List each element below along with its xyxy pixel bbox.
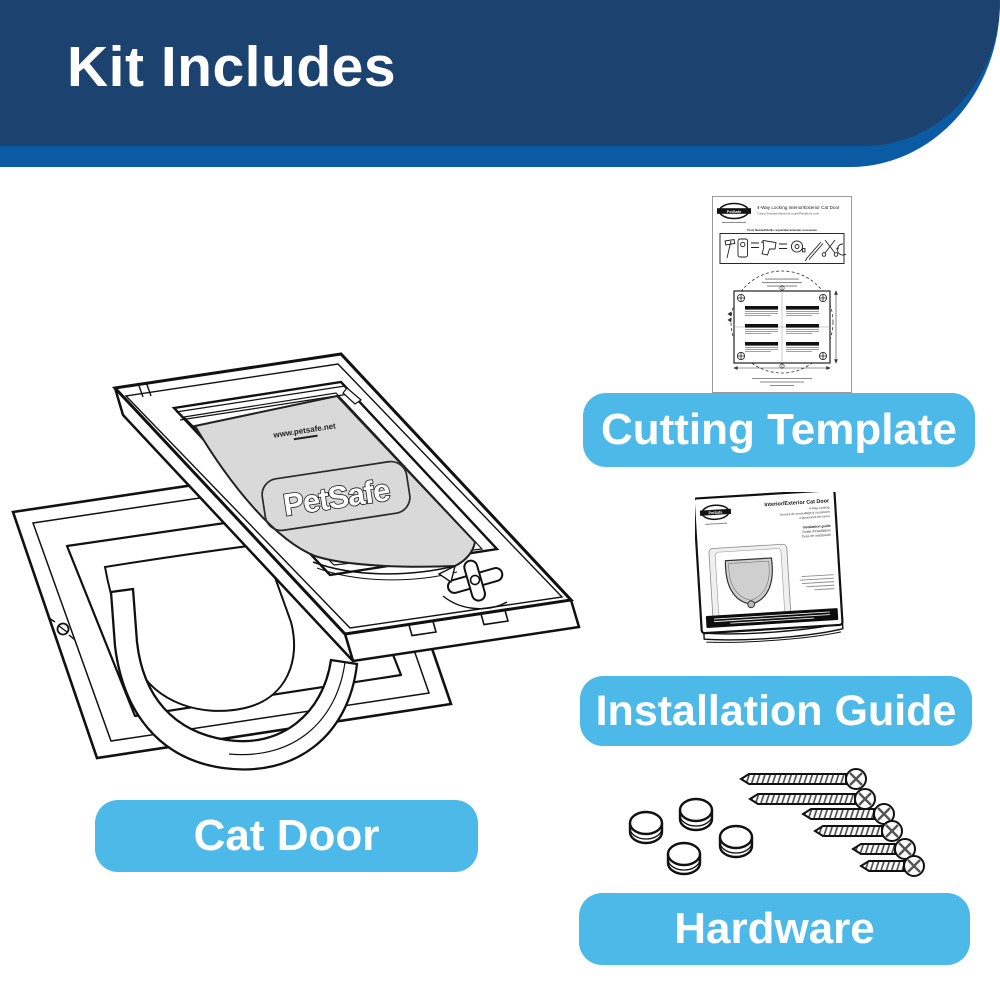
hammer-icon (724, 238, 736, 259)
installation-guide-illustration: PetSafe Interior/Exterior Cat Door 4-Way… (695, 492, 847, 644)
screw-icon (739, 768, 867, 790)
installation-guide-label-text: Installation Guide (595, 686, 957, 735)
cat-door-label: Cat Door (95, 800, 478, 872)
flap-part: www.petsafe.net PetSafe (193, 394, 508, 610)
template-title: 4-Way Locking Interior/Exterior Cat Door (757, 205, 840, 210)
cover-side-text-lines (799, 574, 835, 591)
header-background (0, 0, 1000, 146)
tunnel-part (109, 587, 359, 771)
cutting-template-illustration: PetSafe 4-Way Locking Interior/Exterior … (712, 196, 852, 393)
screw-icon (851, 838, 916, 860)
cap-icon (628, 810, 664, 845)
template-subtitle: Cutting Template/Gabarit de coupe/Planti… (757, 212, 820, 216)
cap-icon (718, 824, 754, 859)
pencil-icon (804, 241, 824, 262)
instruction-blocks (745, 306, 819, 352)
lock-knob-icon (437, 559, 508, 610)
cutting-template-label: Cutting Template (583, 393, 975, 467)
guide-title: Interior/Exterior Cat Door (764, 498, 830, 508)
screw-icon (859, 855, 925, 877)
screw-caps (628, 797, 754, 876)
guide-brand: PetSafe (708, 510, 722, 515)
screw-icon (748, 788, 876, 810)
cutting-template-label-text: Cutting Template (600, 405, 958, 454)
template-brand: PetSafe (727, 209, 742, 214)
guide-subtitle-1: 4-Way Locking (809, 505, 830, 510)
clamp-icon (835, 243, 847, 256)
hardware-illustration (608, 753, 948, 888)
cover-footer-bar (705, 608, 839, 628)
cover-product-image (708, 543, 792, 621)
guide-cover-text: Interior/Exterior Cat Door 4-Way Locking… (764, 498, 831, 539)
petsafe-logo-icon: PetSafe (699, 504, 732, 525)
outer-frame-part (11, 457, 453, 760)
hardware-label: Hardware (579, 893, 970, 965)
cat-door-label-text: Cat Door (193, 811, 380, 860)
cap-icon (678, 797, 714, 832)
cutting-diagram (727, 270, 838, 374)
equals-lines-icon (751, 242, 759, 248)
dimension-lines (727, 285, 838, 370)
guide-subtitle-2: Serrure de verrouillage à 4 positions (780, 510, 830, 517)
screws (739, 768, 925, 877)
petsafe-logo-icon: PetSafe (717, 202, 751, 223)
cat-door-drawing: www.petsafe.net PetSafe (11, 352, 581, 771)
screw-icon (801, 803, 895, 825)
template-tools-heading: Tools Needed/Outils requis/Herramientas … (747, 228, 817, 232)
installation-guide-label: Installation Guide (580, 676, 972, 746)
hardware-label-text: Hardware (674, 904, 875, 953)
cap-icon (666, 841, 702, 876)
cat-door-illustration: www.petsafe.net PetSafe (5, 330, 585, 800)
drill-icon (760, 239, 777, 256)
guide-line-1: Installation guide (803, 524, 831, 530)
tape-measure-icon (790, 240, 806, 253)
page-title: Kit Includes (67, 35, 397, 99)
corner-target-icons (736, 294, 828, 360)
screw-icon (813, 820, 903, 842)
hardware-drawing (628, 768, 925, 877)
guide-line-2: Guide d'installation (802, 528, 831, 534)
scissors-icon (821, 239, 839, 257)
cutting-template-sheet: PetSafe 4-Way Locking Interior/Exterior … (712, 196, 852, 393)
guide-line-3: Guía de instalación (802, 533, 831, 539)
tools-needed-icons (719, 233, 847, 264)
equals-lines-icon (779, 243, 787, 249)
guide-subtitle-3: 4 posiciones del cierre (799, 514, 830, 520)
installation-guide-booklet: PetSafe Interior/Exterior Cat Door 4-Way… (695, 492, 844, 643)
frame-screw-icon (48, 617, 76, 641)
stud-finder-icon (737, 238, 748, 258)
